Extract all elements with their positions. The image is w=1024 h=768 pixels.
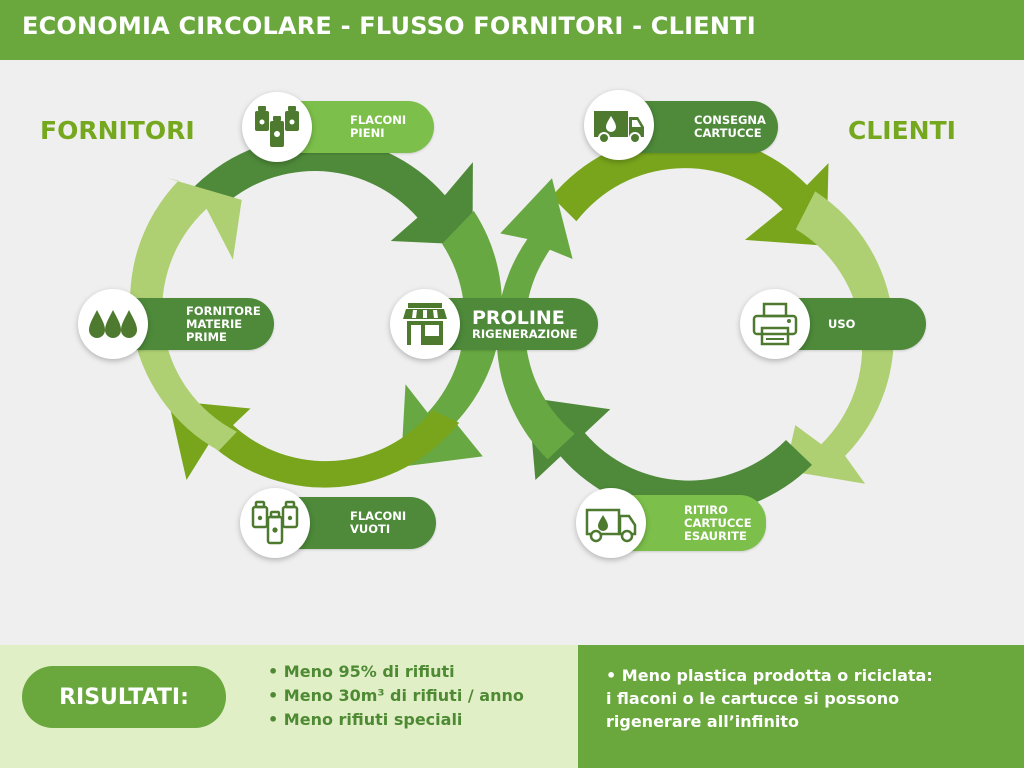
proline-subtitle: RIGENERAZIONE [472, 326, 578, 341]
printer-icon [740, 289, 810, 359]
results-item: • Meno rifiuti speciali [268, 710, 463, 729]
shop-icon [390, 289, 460, 359]
results-note: • Meno plastica prodotta o riciclata: i … [606, 664, 1006, 733]
node-ritiro-label: RITIRO CARTUCCE ESAURITE [684, 502, 752, 543]
circular-flow-diagram [130, 133, 894, 516]
arrow-top-left [189, 136, 473, 245]
arrow-bottom-left [168, 400, 460, 488]
drops-icon [78, 289, 148, 359]
arrow-right-right [785, 191, 894, 484]
results-badge: RISULTATI: [22, 666, 226, 728]
node-ritiro: RITIRO CARTUCCE ESAURITE [606, 495, 766, 551]
results-item: • Meno 30m³ di rifiuti / anno [268, 686, 524, 705]
results-note-line: i flaconi o le cartucce si possono [606, 689, 900, 708]
node-fornitore-label: FORNITORE MATERIE PRIME [186, 303, 261, 344]
van-icon [584, 90, 654, 160]
results-note-line: rigenerare all’infinito [606, 712, 800, 731]
page-title: ECONOMIA CIRCOLARE - FLUSSO FORNITORI - … [22, 12, 756, 40]
node-flaconi-pieni-label: FLACONI PIENI [350, 113, 407, 140]
clienti-title: CLIENTI [848, 116, 956, 145]
header-bar: ECONOMIA CIRCOLARE - FLUSSO FORNITORI - … [0, 0, 1024, 60]
empty-van-icon [576, 488, 646, 558]
results-note-line: • Meno plastica prodotta o riciclata: [606, 666, 933, 685]
results-item: • Meno 95% di rifiuti [268, 662, 455, 681]
arrow-bottom-right [528, 397, 812, 516]
fornitori-title: FORNITORI [40, 116, 195, 145]
node-flaconi-vuoti-label: FLACONI VUOTI [350, 509, 407, 536]
arrow-left-left [130, 177, 242, 451]
arrow-top-right [551, 133, 829, 246]
node-consegna-label: CONSEGNA CARTUCCE [694, 113, 766, 140]
results-list: • Meno 95% di rifiuti • Meno 30m³ di rif… [268, 660, 524, 732]
bottles-icon [242, 92, 312, 162]
results-note-panel [578, 645, 1024, 768]
node-uso-label: USO [828, 316, 856, 331]
empty-bottles-icon [240, 488, 310, 558]
arrow-left-right [496, 178, 575, 460]
arrow-right-left [400, 210, 502, 467]
proline-title: PROLINE [472, 306, 565, 329]
